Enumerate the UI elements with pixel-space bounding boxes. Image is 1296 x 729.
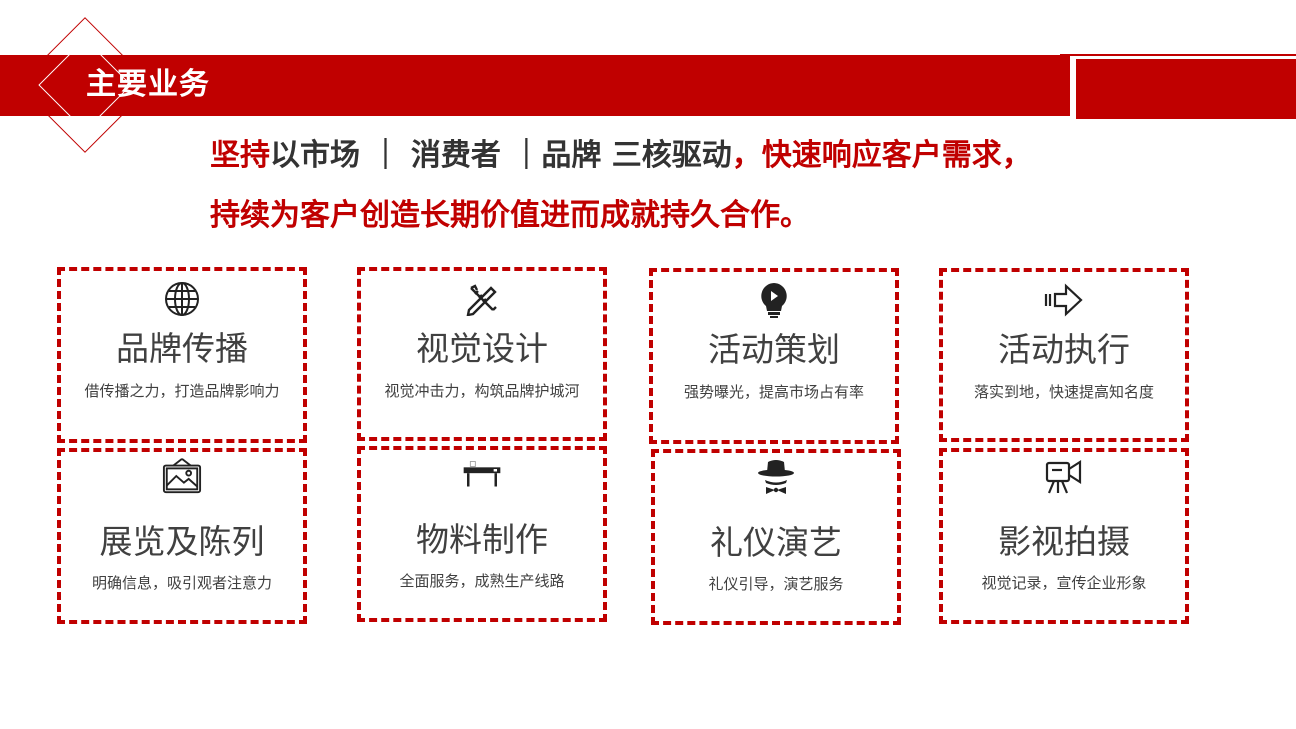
card-title: 影视拍摄 [998,522,1130,561]
service-card-exhibition: 展览及陈列 明确信息，吸引观者注意力 [57,448,307,624]
service-card-event-execution: 活动执行 落实到地，快速提高知名度 [939,268,1189,442]
intro-core: 以市场 ｜ 消费者 ｜品牌 三核驱动 [270,138,732,173]
service-card-materials: 物料制作 全面服务，成熟生产线路 [357,446,607,622]
service-card-visual-design: 视觉设计 视觉冲击力，构筑品牌护城河 [357,267,607,441]
globe-icon [162,279,202,319]
card-subtitle: 明确信息，吸引观者注意力 [91,574,272,592]
intro-text: 坚持以市场 ｜ 消费者 ｜品牌 三核驱动，快速响应客户需求，持续为客户创造长期价… [210,126,1040,246]
card-subtitle: 全面服务，成熟生产线路 [399,572,565,590]
banner-accent-line [1060,54,1296,56]
arrow-right-icon [1044,280,1084,320]
card-title: 活动策划 [708,330,840,369]
header-banner [0,55,1070,116]
intro-tail: ，快速响应客户需求，持续为客户创造长期价值进而成就持久合作。 [210,138,1032,233]
card-subtitle: 视觉冲击力，构筑品牌护城河 [384,382,580,400]
card-title: 活动执行 [998,330,1130,369]
lightbulb-icon [754,280,794,320]
card-subtitle: 视觉记录，宣传企业形象 [981,574,1147,592]
card-subtitle: 强势曝光，提高市场占有率 [683,383,864,401]
service-card-event-planning: 活动策划 强势曝光，提高市场占有率 [649,268,899,444]
card-subtitle: 落实到地，快速提高知名度 [973,383,1154,401]
card-title: 展览及陈列 [99,522,265,561]
card-subtitle: 礼仪引导，演艺服务 [708,575,844,593]
intro-emphasis: 坚持 [210,138,270,173]
picture-frame-icon [162,456,202,496]
service-card-film-shooting: 影视拍摄 视觉记录，宣传企业形象 [939,448,1189,624]
card-title: 礼仪演艺 [710,523,842,562]
hat-bowtie-icon [756,457,796,497]
header-banner-tail [1076,59,1296,119]
card-title: 品牌传播 [116,329,248,368]
service-card-brand: 品牌传播 借传播之力，打造品牌影响力 [57,267,307,443]
card-subtitle: 借传播之力，打造品牌影响力 [84,382,280,400]
printer-icon [462,454,502,494]
card-title: 物料制作 [416,520,548,559]
video-camera-icon [1044,456,1084,496]
service-card-etiquette-performance: 礼仪演艺 礼仪引导，演艺服务 [651,449,901,625]
page-title: 主要业务 [86,67,210,102]
card-title: 视觉设计 [416,329,548,368]
pencil-ruler-icon [462,279,502,319]
